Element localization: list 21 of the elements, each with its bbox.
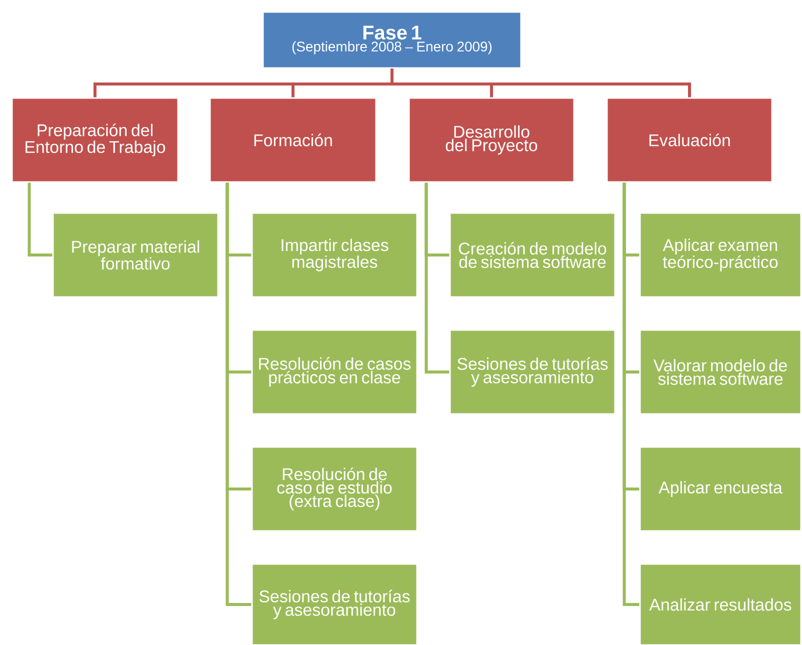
connector-line (28, 182, 52, 256)
task-box: Analizar resultados (639, 563, 802, 645)
task-box: Sesiones de tutorías y asesoramiento (449, 329, 616, 415)
task-box: Resolución de casos prácticos en clase (251, 329, 418, 415)
task-box: Aplicar examen teórico-práctico (639, 212, 802, 298)
connector-line (226, 182, 252, 606)
connector-line (424, 182, 450, 374)
connector-line (390, 68, 691, 98)
phase-box: Fase 1 (Septiembre 2008 – Enero 2009) (262, 11, 522, 69)
connector-line (622, 182, 640, 606)
category-box: Preparación del Entorno de Trabajo (11, 97, 179, 183)
category-box: Evaluación (606, 97, 773, 183)
task-box: Impartir clases magistrales (251, 212, 418, 298)
category-box: Desarrollo del Proyecto (408, 97, 575, 183)
task-box: Sesiones de tutorías y asesoramiento (251, 563, 418, 645)
task-box: Valorar modelo de sistema software (639, 329, 802, 415)
task-box: Aplicar encuesta (639, 446, 802, 532)
category-box: Formación (209, 97, 377, 183)
task-box: Resolución de caso de estudio (extra clase) (251, 446, 418, 532)
task-box: Preparar material formativo (52, 212, 219, 298)
task-box: Creación de modelo de sistema software (449, 212, 616, 298)
